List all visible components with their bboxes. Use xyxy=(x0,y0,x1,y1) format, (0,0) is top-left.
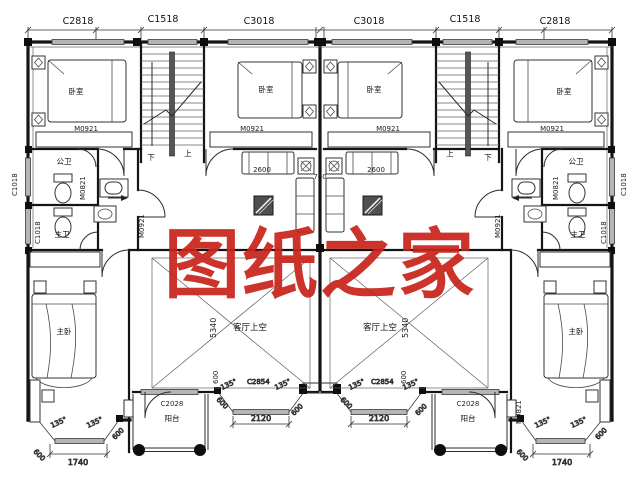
master-bedroom-right: 主卧 xyxy=(543,280,611,423)
window-label-c3018-right: C3018 xyxy=(354,16,385,27)
watermark-text: 图纸之家 xyxy=(164,220,476,309)
door-label-m0921: M0921 xyxy=(240,125,264,133)
room-label-bedroom: 卧室 xyxy=(259,84,274,94)
room-label-bedroom: 卧室 xyxy=(367,84,382,94)
door-label-m0821-bath-left: M0821 xyxy=(79,176,87,200)
bed-top-right: 卧室 xyxy=(513,55,609,127)
stair-down-label-right: 下 xyxy=(484,153,492,162)
window-label-c1018-left-lower: C1018 xyxy=(34,221,42,244)
wardrobes xyxy=(29,131,611,268)
stair-up-label-right: 上 xyxy=(446,149,454,158)
dim-135: 135° xyxy=(569,415,588,429)
window-label-c2854-left: C2854 xyxy=(247,378,270,386)
room-label-bedroom: 卧室 xyxy=(69,86,84,96)
sofa-group-left: 2600 xyxy=(241,151,315,233)
window-label-c1018-left-upper: C1018 xyxy=(11,173,19,196)
dim-600-left: 600 xyxy=(212,371,220,384)
living-void-left: 5340 客厅上空 600 xyxy=(151,257,311,389)
door-label-m0821-bath-right: M0821 xyxy=(552,176,560,200)
door-label-m0921-hall-right: M0921 xyxy=(494,214,502,238)
stair-left: 下 上 xyxy=(141,51,204,162)
dim-135: 135° xyxy=(347,377,366,391)
room-label-master-bedroom-right: 主卧 xyxy=(569,326,584,336)
dim-5340-left: 5340 xyxy=(209,318,218,338)
hall-arrows xyxy=(108,195,532,201)
rotated-labels: C1018 C1018 C1018 C1018 M0921 M0921 M082… xyxy=(11,173,628,424)
dim-1740-left: 1740 xyxy=(68,458,88,467)
room-label-master-bedroom-left: 主卧 xyxy=(57,326,72,336)
bathroom-lower-left: 主卫 xyxy=(53,205,117,239)
bed-top-center-left: 卧室 xyxy=(237,59,317,119)
dim-135: 135° xyxy=(219,377,238,391)
stair-right: 上 下 xyxy=(436,51,499,162)
bathroom-upper-right: 公卫 xyxy=(511,157,587,204)
living-void-right: 5340 客厅上空 600 xyxy=(329,257,489,389)
sofa-group-right: 2600 xyxy=(325,151,399,233)
balcony-right: C2028 阳台 xyxy=(431,394,508,456)
window-label-c1518-left: C1518 xyxy=(148,14,179,25)
room-label-master-bath: 主卫 xyxy=(55,229,70,239)
stair-up-label-left: 上 xyxy=(184,149,192,158)
dim-135: 135° xyxy=(85,415,104,429)
room-label-balcony-left: 阳台 xyxy=(165,413,180,423)
door-label-m0921-hall-left: M0921 xyxy=(138,214,146,238)
dim-600: 600 xyxy=(515,448,530,463)
bay-dims-right-living: 2120 600 600 135° 135° C2854 xyxy=(338,377,429,428)
dim-sofa-2600-right: 2600 xyxy=(367,166,385,174)
balcony-left: C2028 阳台 xyxy=(132,394,209,456)
door-label-m0921: M0921 xyxy=(540,125,564,133)
dim-600: 600 xyxy=(290,402,305,417)
window-label-c3018-left: C3018 xyxy=(244,16,275,27)
dim-600: 600 xyxy=(32,448,47,463)
dim-600: 600 xyxy=(339,396,354,411)
room-label-public-bath: 公卫 xyxy=(569,157,584,166)
room-label-bedroom: 卧室 xyxy=(557,86,572,96)
dim-1740-right: 1740 xyxy=(552,458,572,467)
bathroom-lower-right: 主卫 xyxy=(523,205,587,239)
room-label-living-void-left: 客厅上空 xyxy=(233,322,267,333)
dim-5340-right: 5340 xyxy=(401,318,410,338)
room-label-living-void-right: 客厅上空 xyxy=(363,322,397,333)
dim-135: 135° xyxy=(49,415,68,429)
room-label-master-bath: 主卫 xyxy=(571,229,586,239)
bed-top-left: 卧室 xyxy=(31,55,127,127)
door-label-m0821-balcony-right: M0821 xyxy=(515,400,523,424)
window-label-c2028-left: C2028 xyxy=(161,400,184,408)
window-label-c2818-left: C2818 xyxy=(63,16,94,27)
door-labels-top: M0921 M0921 M0921 M0921 xyxy=(74,125,564,133)
dim-2120-left: 2120 xyxy=(251,414,271,423)
dim-135: 135° xyxy=(533,415,552,429)
window-label-c1518-right: C1518 xyxy=(450,14,481,25)
dim-600: 600 xyxy=(215,396,230,411)
dim-sofa-2600-left: 2600 xyxy=(253,166,271,174)
room-label-balcony-right: 阳台 xyxy=(461,413,476,423)
window-label-c2854-right: C2854 xyxy=(371,378,394,386)
dim-600: 600 xyxy=(414,402,429,417)
window-label-c2028-right: C2028 xyxy=(457,400,480,408)
bay-dims-left-living: 2120 600 600 135° 135° C2854 xyxy=(214,377,305,428)
door-label-m0921: M0921 xyxy=(74,125,98,133)
dim-600-right: 600 xyxy=(400,371,408,384)
dim-600: 600 xyxy=(594,426,609,441)
top-dimension-line: C2818 C1518 C3018 C3018 C1518 C2818 xyxy=(24,14,616,40)
stair-down-label-left: 下 xyxy=(147,153,155,162)
window-label-c1018-right-upper: C1018 xyxy=(620,173,628,196)
master-bedroom-left: 主卧 xyxy=(29,280,97,423)
window-label-c1018-right-lower: C1018 xyxy=(600,221,608,244)
dim-table-760: 760 xyxy=(313,173,326,181)
bed-top-center-right: 卧室 xyxy=(323,59,403,119)
bathroom-upper-left: 公卫 xyxy=(53,157,129,204)
door-label-m0921: M0921 xyxy=(376,125,400,133)
doors xyxy=(77,148,563,419)
dim-135: 135° xyxy=(273,377,292,391)
window-label-c2818-right: C2818 xyxy=(540,16,571,27)
dim-2120-right: 2120 xyxy=(369,414,389,423)
room-label-public-bath: 公卫 xyxy=(57,157,72,166)
